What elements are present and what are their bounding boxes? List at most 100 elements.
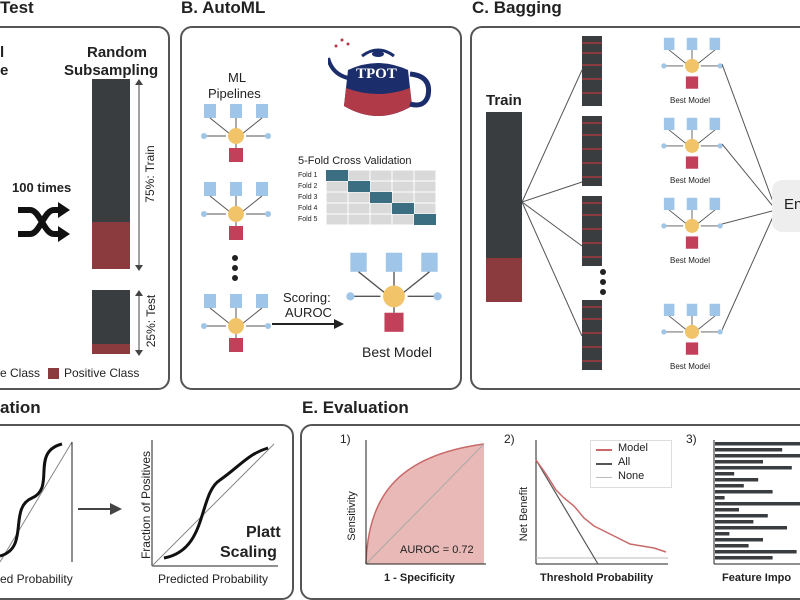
pipeline-icon	[201, 294, 271, 352]
feature-importance-bar	[715, 454, 800, 458]
cv-fold-label: Fold 4	[298, 205, 318, 212]
feature-importance-bar	[715, 556, 773, 560]
feature-importance-bar	[715, 550, 797, 554]
bootstrap-bar	[582, 36, 602, 106]
feature-importance-bar	[715, 472, 735, 476]
legend-none-label: None	[618, 470, 645, 482]
net-benefit-plot	[535, 440, 668, 565]
cv-fold-label: Fold 3	[298, 194, 318, 201]
pipeline-icon	[201, 182, 271, 240]
ellipsis-icon	[600, 269, 606, 295]
scoring-arrow	[272, 319, 344, 329]
bootstrap-bar	[582, 196, 602, 266]
auroc-label: AUROC = 0.72	[400, 544, 474, 556]
roc-xlabel: 1 - Specificity	[384, 572, 455, 584]
feature-importance-bar	[715, 508, 739, 512]
train-pct-label: 75%: Train	[143, 145, 157, 203]
subplot-label-3: 3)	[686, 432, 697, 446]
scoring-label-1: Scoring:	[283, 290, 331, 305]
bagging-best-model-label: Best Model	[670, 176, 711, 185]
shuffle-icon	[18, 202, 70, 242]
tpot-logo-text: TPOT	[356, 66, 397, 82]
legend-positive-swatch	[48, 368, 59, 379]
train-span-arrow	[135, 79, 143, 271]
ml-pipelines-label-2: Pipelines	[208, 86, 261, 101]
subplot-label-2: 2)	[504, 432, 515, 446]
train-bar-positive	[92, 222, 130, 269]
feature-importance-bar	[715, 514, 768, 518]
platt-label-1: Platt	[246, 524, 281, 541]
feature-importance-xlabel: Feature Impo	[722, 572, 792, 584]
panel-b-title: B. AutoML	[181, 0, 266, 17]
cv-fold-label: Fold 2	[298, 183, 318, 190]
best-model-icon	[346, 252, 442, 332]
cv-fold-label: Fold 1	[298, 172, 318, 179]
net-benefit-ylabel: Net Benefit	[518, 486, 530, 542]
feature-importance-bar	[715, 538, 763, 542]
panel-a-title: Test	[0, 0, 34, 17]
calibration-before-plot	[0, 441, 73, 563]
feature-importance-bar	[715, 532, 730, 536]
bootstrap-samples	[522, 36, 602, 370]
calibration-before-xlabel: ed Probability	[0, 572, 73, 586]
legend-model-swatch	[596, 449, 612, 451]
pipeline-icon	[201, 104, 271, 162]
bagging-best-model-label: Best Model	[670, 96, 711, 105]
panel-d-title: ation	[0, 398, 41, 417]
test-span-arrow	[135, 290, 143, 356]
feature-importance-bar	[715, 526, 787, 530]
train-label: Train	[486, 92, 522, 109]
arrow-right-icon	[78, 503, 122, 515]
fraction-positives-label: Fraction of Positives	[139, 450, 153, 560]
feature-importance-bar	[715, 520, 754, 524]
roc-ylabel: Sensitivity	[346, 491, 358, 541]
cv-fold-label: Fold 5	[298, 216, 318, 223]
bagging-connectors	[722, 63, 777, 331]
best-model-label: Best Model	[362, 344, 433, 360]
cv-title: 5-Fold Cross Validation	[298, 155, 412, 167]
bootstrap-bar	[582, 300, 602, 370]
legend-positive-label: Positive Class	[64, 366, 140, 380]
feature-importance-bar	[715, 496, 725, 500]
legend-model-label: Model	[618, 442, 648, 454]
panel-c-title: C. Bagging	[472, 0, 562, 17]
bagging-best-model-label: Best Model	[670, 256, 711, 265]
bagging-model-icon	[661, 303, 723, 355]
feature-importance-bar	[715, 490, 773, 494]
scoring-label-2: AUROC	[285, 305, 332, 320]
bagging-model-icon	[661, 197, 723, 249]
test-bar	[92, 290, 130, 354]
panel-a-left-label-2: e	[0, 62, 9, 79]
random-subsampling-label-1: Random	[87, 44, 147, 61]
test-bar-positive	[92, 344, 130, 354]
legend-negative-label: e Class	[0, 366, 41, 380]
bootstrap-bar	[582, 116, 602, 186]
cv-grid	[326, 170, 437, 226]
feature-importance-bar	[715, 460, 763, 464]
ellipsis-icon	[232, 255, 238, 281]
bagging-model-icon	[661, 37, 723, 89]
calibration-after-plot	[151, 440, 278, 567]
platt-label-2: Scaling	[220, 544, 277, 561]
bagging-model-icon	[661, 117, 723, 169]
random-subsampling-label-2: Subsampling	[64, 62, 159, 79]
feature-importance-plot	[713, 440, 800, 565]
feature-importance-bar	[715, 502, 800, 506]
legend-none-swatch	[596, 477, 612, 478]
net-benefit-xlabel: Threshold Probability	[540, 572, 654, 584]
bagging-best-model-label: Best Model	[670, 362, 711, 371]
bagging-train-positive	[486, 258, 522, 302]
ensemble-box	[772, 180, 800, 232]
times-label: 100 times	[12, 180, 72, 195]
subplot-label-1: 1)	[340, 432, 351, 446]
feature-importance-bar	[715, 466, 792, 470]
feature-importance-bar	[715, 442, 800, 446]
feature-importance-bar	[715, 544, 749, 548]
panel-a-left-label-1: l	[0, 44, 5, 61]
feature-importance-bar	[715, 484, 744, 488]
test-pct-label: 25%: Test	[144, 294, 158, 348]
feature-importance-bar	[715, 478, 759, 482]
legend-all-label: All	[618, 456, 631, 468]
calibration-after-xlabel: Predicted Probability	[158, 572, 269, 586]
roc-plot	[365, 440, 486, 565]
